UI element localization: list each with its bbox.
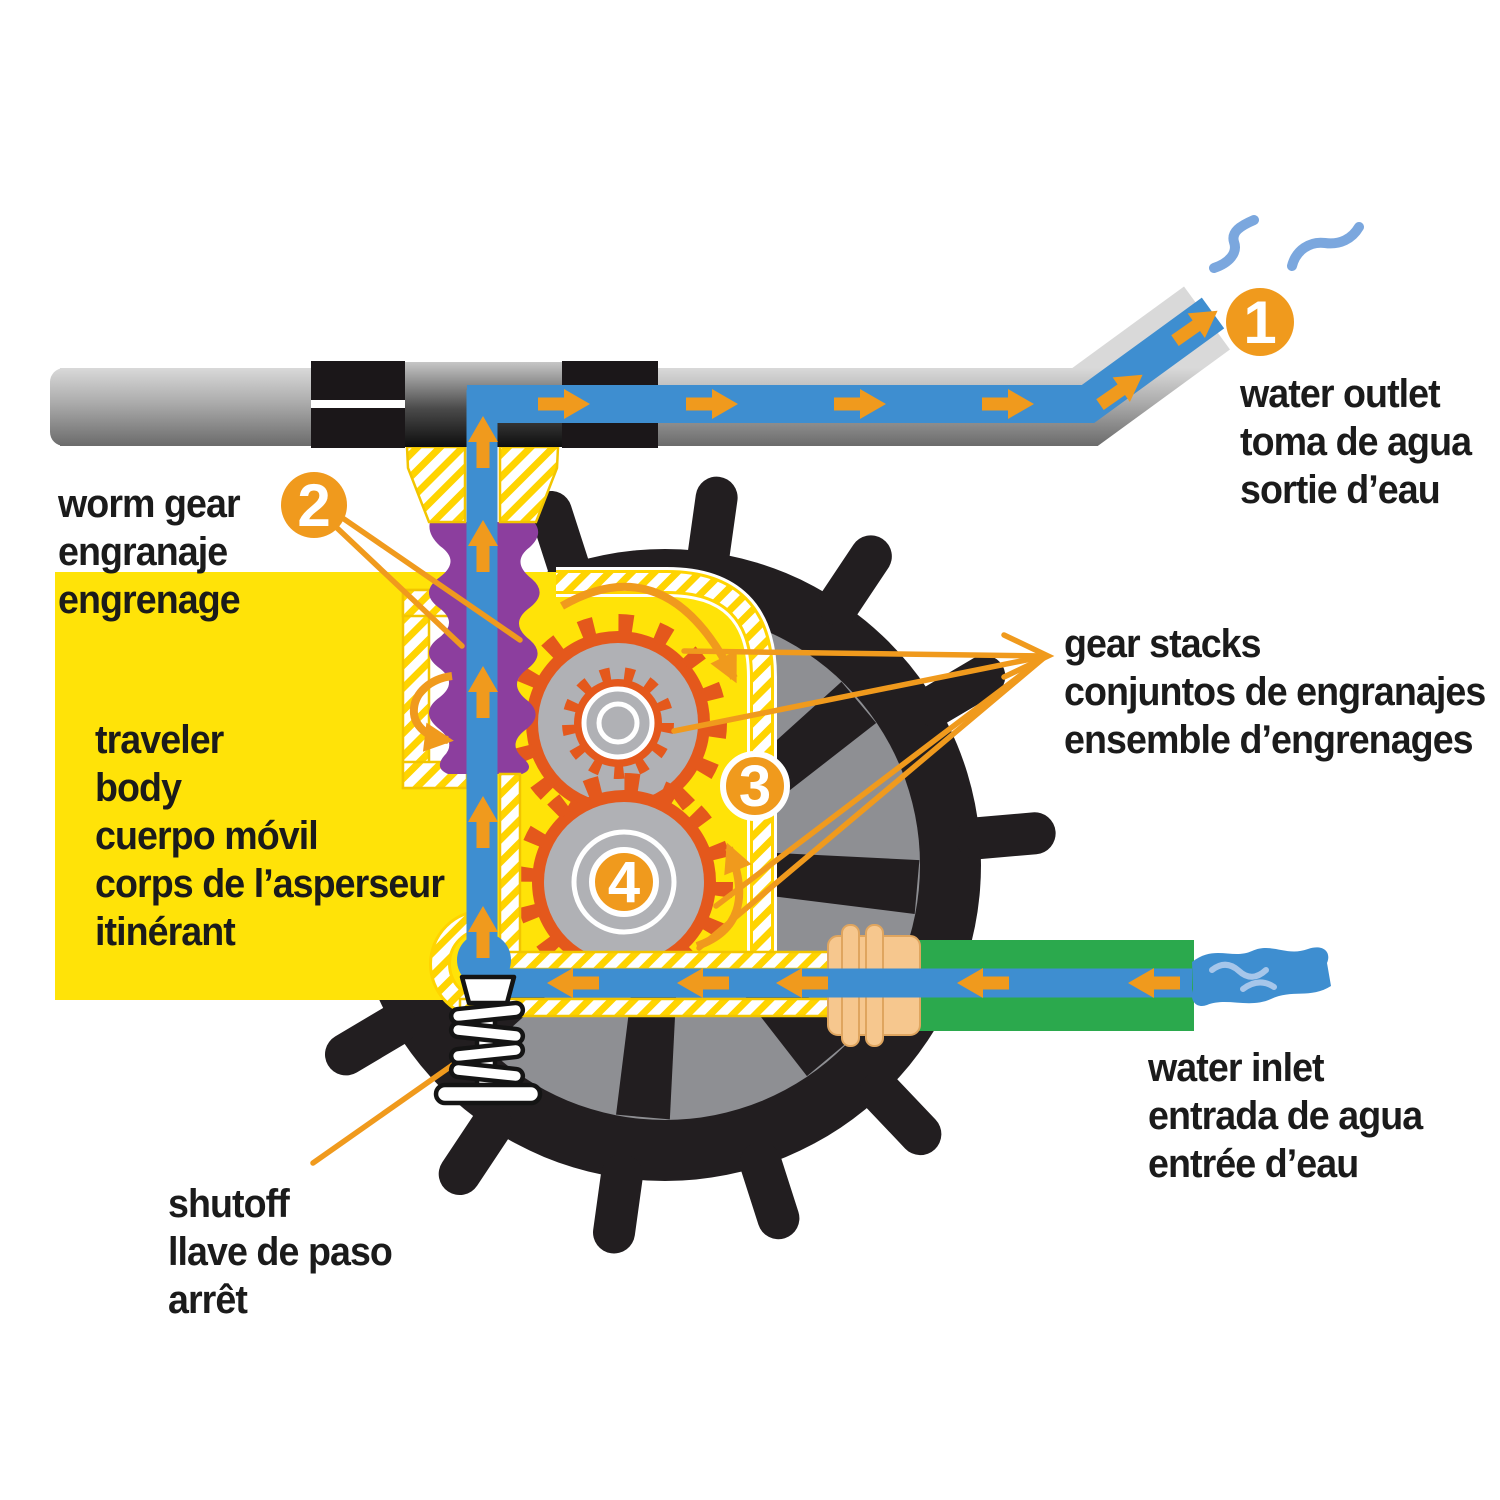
label-line: cuerpo móvil [95, 814, 319, 858]
water-spray-icon [1209, 215, 1364, 273]
label-line: engrenage [58, 578, 241, 622]
badge-2 [281, 472, 347, 538]
rotation-arrow-icon [409, 672, 454, 752]
outlet-water-channel [467, 297, 1225, 423]
leader-line [696, 653, 1049, 951]
label-line: shutoff [168, 1182, 290, 1226]
shutoff-valve [433, 974, 543, 1106]
water-inlet-label: water inlet entrada de agua entrée d’eau [1148, 1044, 1423, 1188]
label-line: water outlet [1240, 372, 1441, 416]
housing-hatched-wall [556, 567, 777, 956]
worm-gear-label: worm gear engranaje engrenage [58, 480, 241, 624]
inlet-water-ribbon [1191, 947, 1331, 1006]
leader-chevron [1001, 632, 1055, 680]
shutoff-label: shutoff llave de paso arrêt [168, 1180, 393, 1324]
label-line: conjuntos de engranajes [1064, 670, 1486, 714]
leader-line [671, 653, 1049, 734]
leader-line [333, 524, 465, 649]
label-line: corps de l’asperseur [95, 862, 445, 906]
badge-3 [720, 751, 790, 821]
label-line: body [95, 766, 182, 810]
bottom-channel-walls [458, 950, 834, 1018]
water-outlet-label: water outlet toma de agua sortie d’eau [1240, 370, 1472, 514]
gear-stack-upper [509, 614, 727, 832]
label-line: entrada de agua [1148, 1094, 1423, 1138]
label-line: gear stacks [1064, 622, 1262, 666]
label-line: engranaje [58, 530, 228, 574]
badge-1-number: 1 [1243, 289, 1276, 356]
rotation-arrow-icon [560, 582, 738, 684]
label-line: llave de paso [168, 1230, 393, 1274]
badge-3-number: 3 [739, 754, 771, 819]
badge-1 [1226, 288, 1294, 356]
callout-badges: 1 2 3 4 [281, 288, 1294, 917]
label-line: traveler [95, 718, 224, 762]
label-line: arrêt [168, 1278, 248, 1322]
label-line: water inlet [1148, 1046, 1325, 1090]
leader-lines [310, 516, 1055, 1166]
badge-2-number: 2 [297, 472, 330, 539]
leader-line [341, 516, 523, 643]
label-line: entrée d’eau [1148, 1142, 1359, 1186]
label-line: itinérant [95, 910, 236, 954]
leader-line [713, 653, 1049, 909]
badge-4-number: 4 [608, 850, 640, 915]
label-line: ensemble d’engrenages [1064, 718, 1474, 762]
leader-line [681, 648, 1049, 659]
leader-line [310, 1047, 477, 1166]
label-line: toma de agua [1240, 420, 1472, 464]
label-line: worm gear [58, 482, 241, 526]
label-line: sortie d’eau [1240, 468, 1441, 512]
gear-stacks-label: gear stacks conjuntos de engranajes ense… [1064, 620, 1486, 764]
boom-pipe [50, 286, 1230, 448]
traveler-body-label: traveler body cuerpo móvil corps de l’as… [95, 716, 445, 956]
badge-4 [589, 847, 659, 917]
